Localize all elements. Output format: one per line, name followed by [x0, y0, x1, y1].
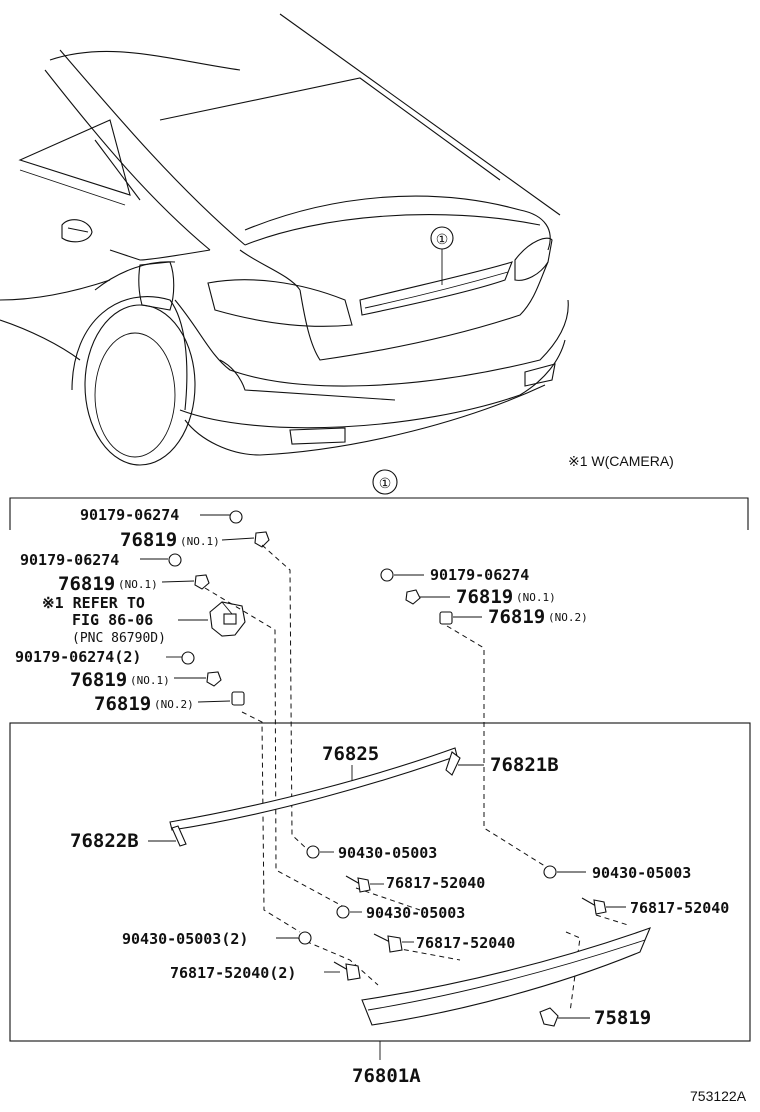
clip-icon [206, 671, 222, 687]
header-callout-circle [372, 469, 398, 495]
bolt-icon [581, 897, 607, 915]
refer-note-line2: FIG 86-06 [72, 611, 153, 629]
camera-note: ※1 W(CAMERA) [568, 453, 674, 469]
part-number-90179-06274-2: 90179-06274(2) [15, 648, 141, 666]
part-number-75819: 75819 [594, 1007, 651, 1029]
part-number-76819-a: 76819 [120, 529, 177, 551]
washer-icon [306, 845, 320, 859]
part-number-76819-b: 76819 [58, 573, 115, 595]
nut-icon [168, 553, 182, 567]
washer-icon [298, 931, 312, 945]
part-number-nut-c: 90430-05003 [366, 904, 465, 922]
clip-icon [405, 589, 421, 605]
part-number-nut-b: 90430-05003 [592, 864, 691, 882]
part-number-76819-c: 76819 [70, 669, 127, 691]
camera-icon [209, 601, 246, 637]
bolt-icon [333, 961, 361, 981]
part-number-76819-f: 76819 [488, 606, 545, 628]
assembly-box [9, 722, 751, 1042]
dashed-leaders [204, 544, 629, 1013]
part-number-nut-left-2: 90430-05003(2) [122, 930, 248, 948]
lower-parts: 76825 76821B 76822B 90430-05003 76817-52… [70, 743, 729, 1060]
clip-icon [439, 611, 453, 625]
part-number-76819-e: 76819 [456, 586, 513, 608]
bolt-icon [345, 875, 371, 893]
clip-icon [539, 1007, 559, 1027]
clip-icon [231, 691, 245, 706]
part-number-76801A: 76801A [352, 1065, 421, 1087]
header-callout-marker: ① [379, 475, 392, 491]
part-number-bolt-b: 76817-52040 [630, 899, 729, 917]
license-garnish-shape [359, 261, 513, 316]
car-callout-marker: ① [436, 231, 449, 247]
part-suffix-76819-a: (NO.1) [180, 535, 220, 548]
part-number-bolt-c: 76817-52040 [416, 934, 515, 952]
part-number-nut-a: 90430-05003 [338, 844, 437, 862]
refer-note-line3: (PNC 86790D) [72, 631, 166, 646]
upper-right-parts: 90179-06274 76819 (NO.1) 76819 (NO.2) [380, 566, 588, 628]
part-number-90179-06274-a: 90179-06274 [80, 506, 179, 524]
nut-icon [181, 651, 195, 665]
part-number-bolt-left-2: 76817-52040(2) [170, 964, 296, 982]
upper-left-parts: 90179-06274 76819 (NO.1) 90179-06274 768… [15, 506, 270, 715]
refer-note-line1: ※1 REFER TO [42, 594, 145, 612]
washer-icon [336, 905, 350, 919]
part-number-bolt-a: 76817-52040 [386, 874, 485, 892]
part-number-76821B: 76821B [490, 754, 559, 776]
part-number-90179-06274-b: 90179-06274 [20, 551, 119, 569]
part-suffix-76819-c: (NO.1) [130, 674, 170, 687]
nut-icon [229, 510, 243, 524]
car-rear-illustration [0, 13, 569, 466]
part-suffix-76819-f: (NO.2) [548, 611, 588, 624]
clip-icon [254, 531, 270, 548]
washer-icon [543, 865, 557, 879]
end-cap-left-shape [171, 825, 187, 847]
diagram-id: 753122A [690, 1088, 747, 1104]
part-number-90179-06274-c: 90179-06274 [430, 566, 529, 584]
part-suffix-76819-d: (NO.2) [154, 698, 194, 711]
part-number-76819-d: 76819 [94, 693, 151, 715]
bolt-icon [373, 933, 403, 953]
part-number-76825: 76825 [322, 743, 379, 765]
group-bracket [9, 497, 749, 530]
nut-icon [380, 568, 394, 582]
part-number-76822B: 76822B [70, 830, 139, 852]
end-cap-right-shape [445, 751, 461, 776]
part-suffix-76819-b: (NO.1) [118, 578, 158, 591]
clip-icon [194, 574, 210, 590]
part-suffix-76819-e: (NO.1) [516, 591, 556, 604]
seal-strip-shape [169, 747, 458, 831]
